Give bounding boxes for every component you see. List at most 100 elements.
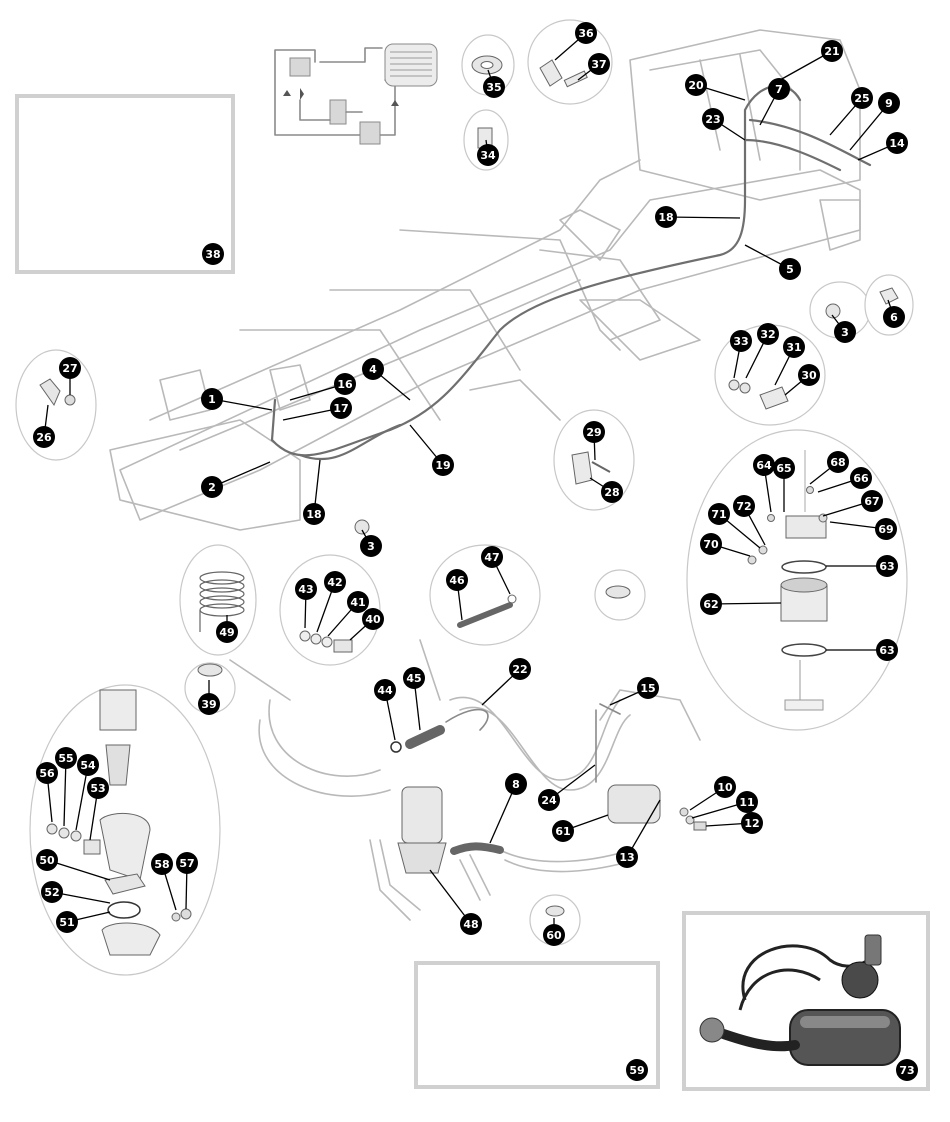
callout-number: 71 <box>711 508 726 521</box>
callout-34: 34 <box>477 144 499 166</box>
callout-marker <box>850 467 872 489</box>
callout-number: 52 <box>44 886 59 899</box>
callout-18: 18 <box>303 503 325 525</box>
callout-marker <box>700 533 722 555</box>
callout-number: 10 <box>717 781 733 794</box>
callout-number: 73 <box>899 1064 914 1077</box>
callout-number: 18 <box>658 211 673 224</box>
callout-marker <box>779 258 801 280</box>
callout-16: 16 <box>334 373 356 395</box>
callout-marker <box>736 791 758 813</box>
callout-number: 8 <box>512 778 520 791</box>
callout-number: 63 <box>879 644 894 657</box>
callout-number: 56 <box>39 767 55 780</box>
callout-marker <box>637 677 659 699</box>
callout-number: 61 <box>555 825 570 838</box>
callout-marker <box>878 92 900 114</box>
callout-58: 58 <box>151 853 173 875</box>
callout-marker <box>783 336 805 358</box>
callout-number: 41 <box>350 596 365 609</box>
parts-artwork <box>39 55 899 956</box>
callout-number: 49 <box>219 626 234 639</box>
callout-36: 36 <box>575 22 597 44</box>
callout-64: 64 <box>753 454 775 476</box>
callout-42: 42 <box>324 571 346 593</box>
callout-marker <box>773 457 795 479</box>
callout-number: 2 <box>208 481 216 494</box>
callout-13: 13 <box>616 846 638 868</box>
callout-25: 25 <box>851 87 873 109</box>
callout-marker <box>876 639 898 661</box>
callout-marker <box>202 243 224 265</box>
callout-73: 73 <box>896 1059 918 1081</box>
callout-number: 17 <box>333 402 348 415</box>
callout-marker <box>575 22 597 44</box>
callout-marker <box>700 593 722 615</box>
callout-23: 23 <box>702 108 724 130</box>
callout-number: 13 <box>619 851 634 864</box>
callout-number: 18 <box>306 508 321 521</box>
callout-18: 18 <box>655 206 677 228</box>
callout-marker <box>59 357 81 379</box>
callout-number: 26 <box>36 431 52 444</box>
callout-marker <box>176 852 198 874</box>
callout-marker <box>477 144 499 166</box>
callout-71: 71 <box>708 503 730 525</box>
callout-number: 50 <box>39 854 55 867</box>
callout-54: 54 <box>77 754 99 776</box>
callout-number: 7 <box>775 83 783 96</box>
callout-marker <box>330 397 352 419</box>
callout-number: 65 <box>776 462 791 475</box>
callout-marker <box>303 503 325 525</box>
callout-number: 46 <box>449 574 465 587</box>
callout-marker <box>36 762 58 784</box>
callout-20: 20 <box>685 74 707 96</box>
callout-40: 40 <box>362 608 384 630</box>
callout-number: 11 <box>739 796 754 809</box>
callout-number: 35 <box>486 81 501 94</box>
callout-48: 48 <box>460 913 482 935</box>
callout-41: 41 <box>347 591 369 613</box>
callout-67: 67 <box>861 490 883 512</box>
callout-marker <box>827 451 849 473</box>
photo-panel-73 <box>682 911 930 1091</box>
callout-66: 66 <box>850 467 872 489</box>
callout-46: 46 <box>446 569 468 591</box>
callout-number: 42 <box>327 576 342 589</box>
callout-number: 48 <box>463 918 478 931</box>
callout-45: 45 <box>403 667 425 689</box>
callout-number: 64 <box>756 459 772 472</box>
callout-marker <box>201 388 223 410</box>
callout-1: 1 <box>201 388 223 410</box>
callout-14: 14 <box>886 132 908 154</box>
callout-number: 66 <box>853 472 869 485</box>
callout-number: 25 <box>854 92 869 105</box>
callout-marker <box>295 578 317 600</box>
callout-27: 27 <box>59 357 81 379</box>
callout-number: 40 <box>365 613 381 626</box>
callout-marker <box>403 667 425 689</box>
callout-number: 27 <box>62 362 77 375</box>
callout-marker <box>87 777 109 799</box>
callout-marker <box>505 773 527 795</box>
callout-number: 4 <box>369 363 377 376</box>
callout-marker <box>483 76 505 98</box>
callout-number: 38 <box>205 248 220 261</box>
callout-marker <box>538 789 560 811</box>
callout-number: 54 <box>80 759 96 772</box>
callout-number: 55 <box>58 752 73 765</box>
panel-38 <box>15 94 235 274</box>
callout-marker <box>730 330 752 352</box>
callout-number: 45 <box>406 672 421 685</box>
callout-marker <box>552 820 574 842</box>
callout-60: 60 <box>543 924 565 946</box>
callout-50: 50 <box>36 849 58 871</box>
callout-number: 70 <box>703 538 719 551</box>
callout-marker <box>56 911 78 933</box>
callout-51: 51 <box>56 911 78 933</box>
callout-24: 24 <box>538 789 560 811</box>
callout-31: 31 <box>783 336 805 358</box>
callout-44: 44 <box>374 679 396 701</box>
callout-marker <box>886 132 908 154</box>
